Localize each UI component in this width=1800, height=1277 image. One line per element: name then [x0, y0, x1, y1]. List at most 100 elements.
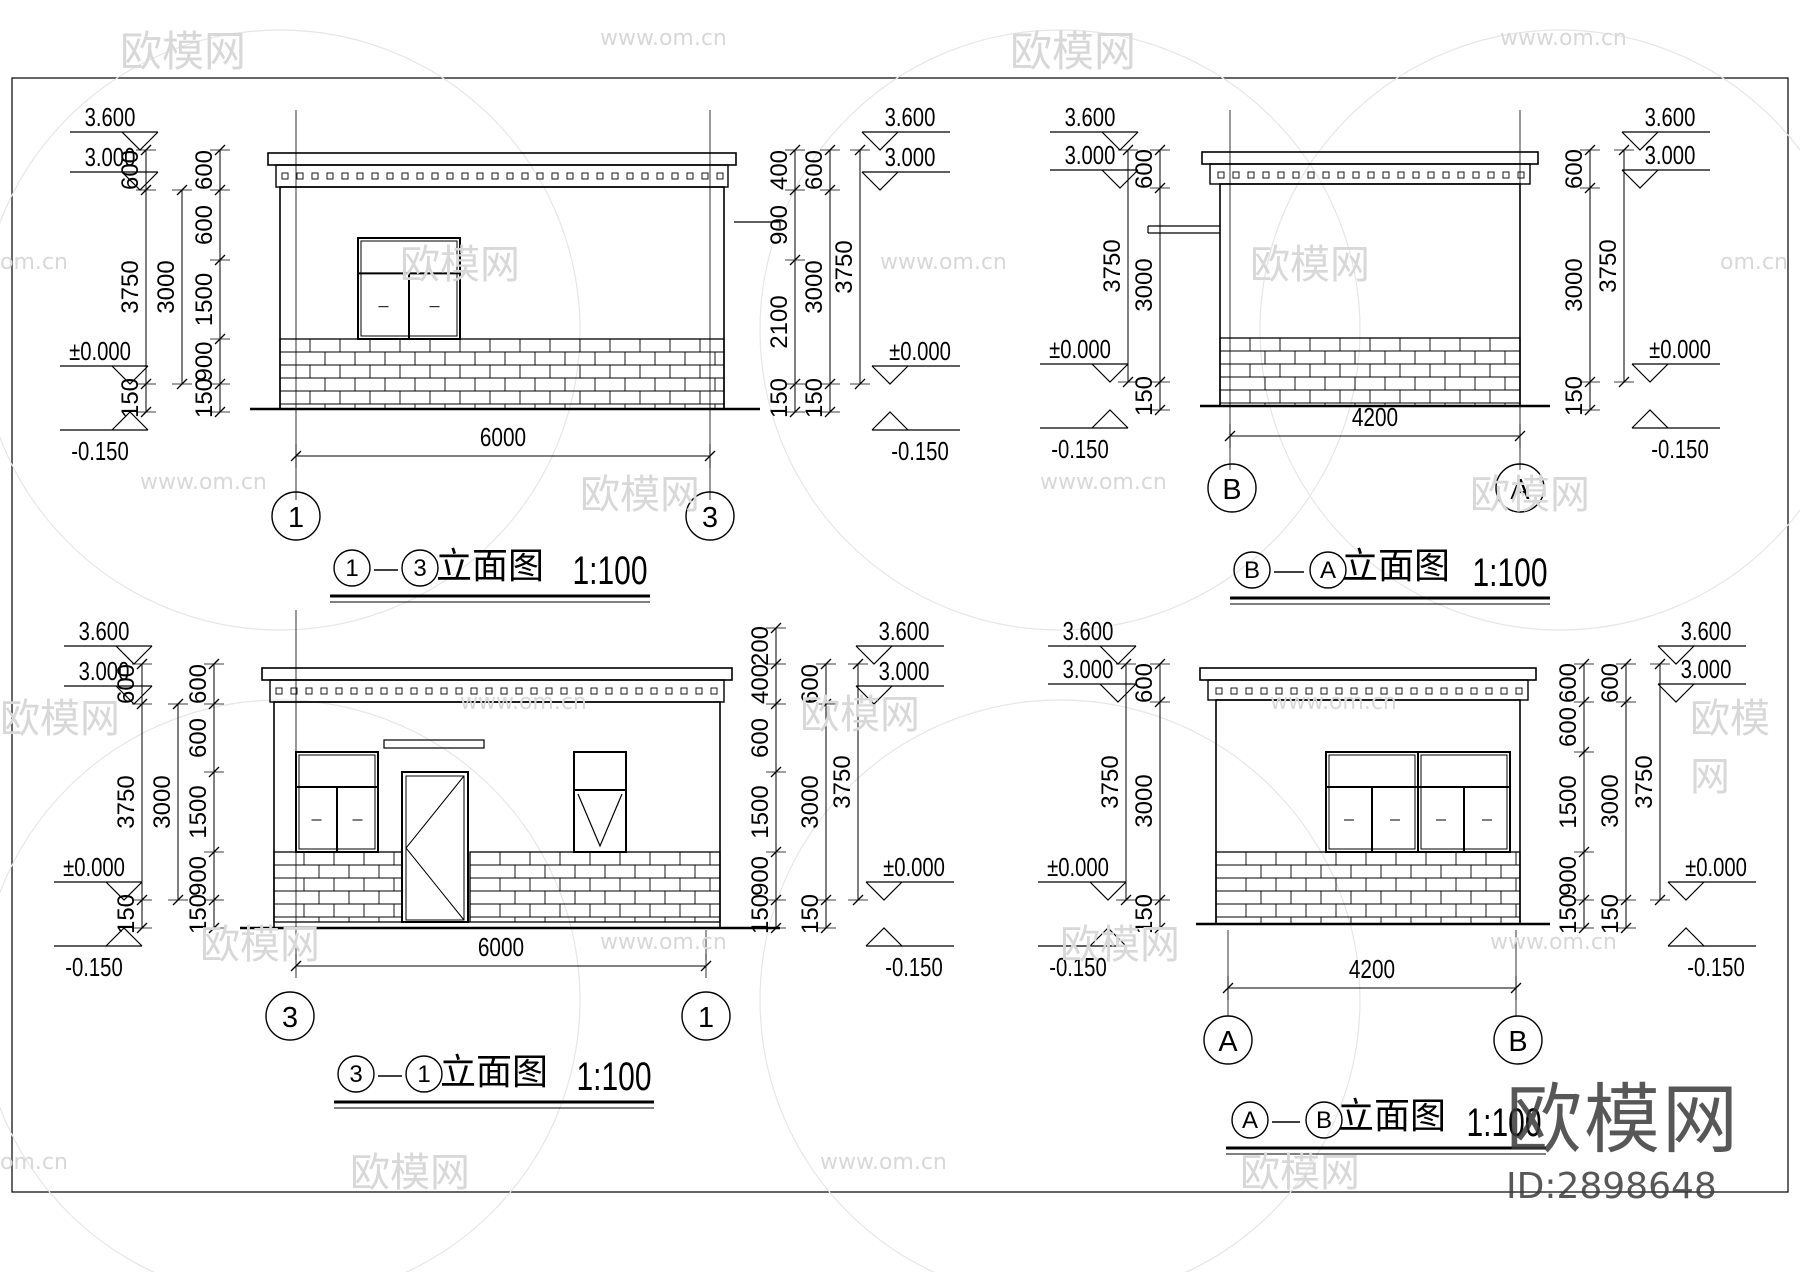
dentil [605, 687, 613, 695]
level-triangle [855, 685, 893, 705]
dim-text: 600 [113, 664, 140, 704]
dentil [710, 687, 718, 695]
level-floor: ±0.000 [54, 853, 143, 901]
level-text: 3.000 [1681, 655, 1732, 684]
dim-text: 3750 [1631, 755, 1658, 808]
dentil [386, 172, 394, 180]
dim-width: 6000 [290, 423, 716, 468]
dentil [431, 172, 439, 180]
dentil [476, 172, 484, 180]
level-text: 3.600 [1063, 617, 1114, 646]
dim-text: 150 [1555, 894, 1582, 934]
dentil [611, 172, 619, 180]
title-text: 立面图 [440, 1051, 548, 1092]
axis-label: B [1316, 1107, 1332, 1134]
dentil [290, 687, 298, 695]
dentil [590, 687, 598, 695]
parapet-cap [267, 152, 737, 166]
axis-label: B [1222, 474, 1241, 506]
dim-left-outer: 3750 [1097, 658, 1136, 906]
axis-label: B [1244, 557, 1260, 584]
dentil [1412, 171, 1420, 179]
title-axis-end: 1 [405, 1055, 443, 1093]
window-frame [573, 751, 627, 853]
dentil [1397, 171, 1405, 179]
dim-text: 600 [801, 150, 828, 190]
level-text: 3.000 [879, 657, 930, 686]
axis-bubble-end: 1 [681, 991, 731, 1041]
dentil [1305, 687, 1313, 695]
window-vent [577, 793, 623, 848]
dim-text: 150 [1131, 376, 1158, 416]
dentil [1457, 171, 1465, 179]
level-triangle [1657, 683, 1695, 703]
brick-plinth-right [469, 851, 721, 923]
parapet-cap [1201, 151, 1539, 165]
dentil [1322, 171, 1330, 179]
window-1 [357, 237, 461, 340]
level-ground: -0.150 [54, 927, 143, 982]
cornice-dentils [281, 172, 724, 180]
dentil [506, 172, 514, 180]
dentil [671, 172, 679, 180]
dentil [1517, 171, 1525, 179]
title-axis-start: 3 [337, 1055, 375, 1093]
axis-label: A [1510, 474, 1530, 506]
level-text: ±0.000 [889, 337, 951, 366]
level-triangle [105, 881, 143, 901]
level-text: ±0.000 [1047, 853, 1109, 882]
parapet-cap [261, 667, 733, 681]
level-text: 3.600 [1645, 103, 1696, 132]
dentil [1350, 687, 1358, 695]
dentil [1217, 171, 1225, 179]
dim-left-mid: 3000 [153, 184, 192, 390]
axis-circle [685, 491, 735, 541]
level-text: 3.600 [85, 103, 136, 132]
axis-circle [1207, 463, 1257, 513]
dentil [335, 687, 343, 695]
axis-label: 3 [413, 555, 426, 582]
dentil [1262, 171, 1270, 179]
dentil [1487, 171, 1495, 179]
level-text: ±0.000 [883, 853, 945, 882]
dentil [395, 687, 403, 695]
dentil [1365, 687, 1373, 695]
dentil [566, 172, 574, 180]
dentil [665, 687, 673, 695]
axis-circle [271, 491, 321, 541]
door-swing [405, 775, 465, 921]
level-text: 3.000 [885, 143, 936, 172]
window-left [295, 751, 379, 853]
dim-right-outer: 3750 [1595, 144, 1634, 388]
dim-text: 150 [747, 894, 774, 934]
dentil [1502, 171, 1510, 179]
dim-text: 900 [747, 856, 774, 896]
axis-bubble-end: 3 [685, 491, 735, 541]
level-triangle [865, 927, 903, 947]
level-text: 3.000 [85, 143, 136, 172]
axis-circle [1493, 1015, 1543, 1065]
brick-area [273, 851, 403, 923]
dim-text: 600 [1555, 707, 1582, 747]
cornice [269, 679, 725, 703]
axis-bubble-start: 1 [271, 491, 321, 541]
level-triangle [1631, 363, 1669, 383]
wall [1215, 699, 1521, 925]
level-floor: ±0.000 [60, 337, 149, 385]
level-triangle [871, 411, 909, 431]
dim-text: 3750 [1099, 239, 1126, 292]
wall [279, 186, 725, 410]
axis-bubble-end: B [1493, 1015, 1543, 1065]
level-triangle [1667, 881, 1705, 901]
cornice [275, 164, 729, 188]
dentil [620, 687, 628, 695]
dentil [1335, 687, 1343, 695]
dentil [680, 687, 688, 695]
dentil [350, 687, 358, 695]
level-triangle [1091, 409, 1129, 429]
level-text: ±0.000 [1649, 335, 1711, 364]
level-text: 3.600 [1681, 617, 1732, 646]
level-text: 3.600 [1065, 103, 1116, 132]
